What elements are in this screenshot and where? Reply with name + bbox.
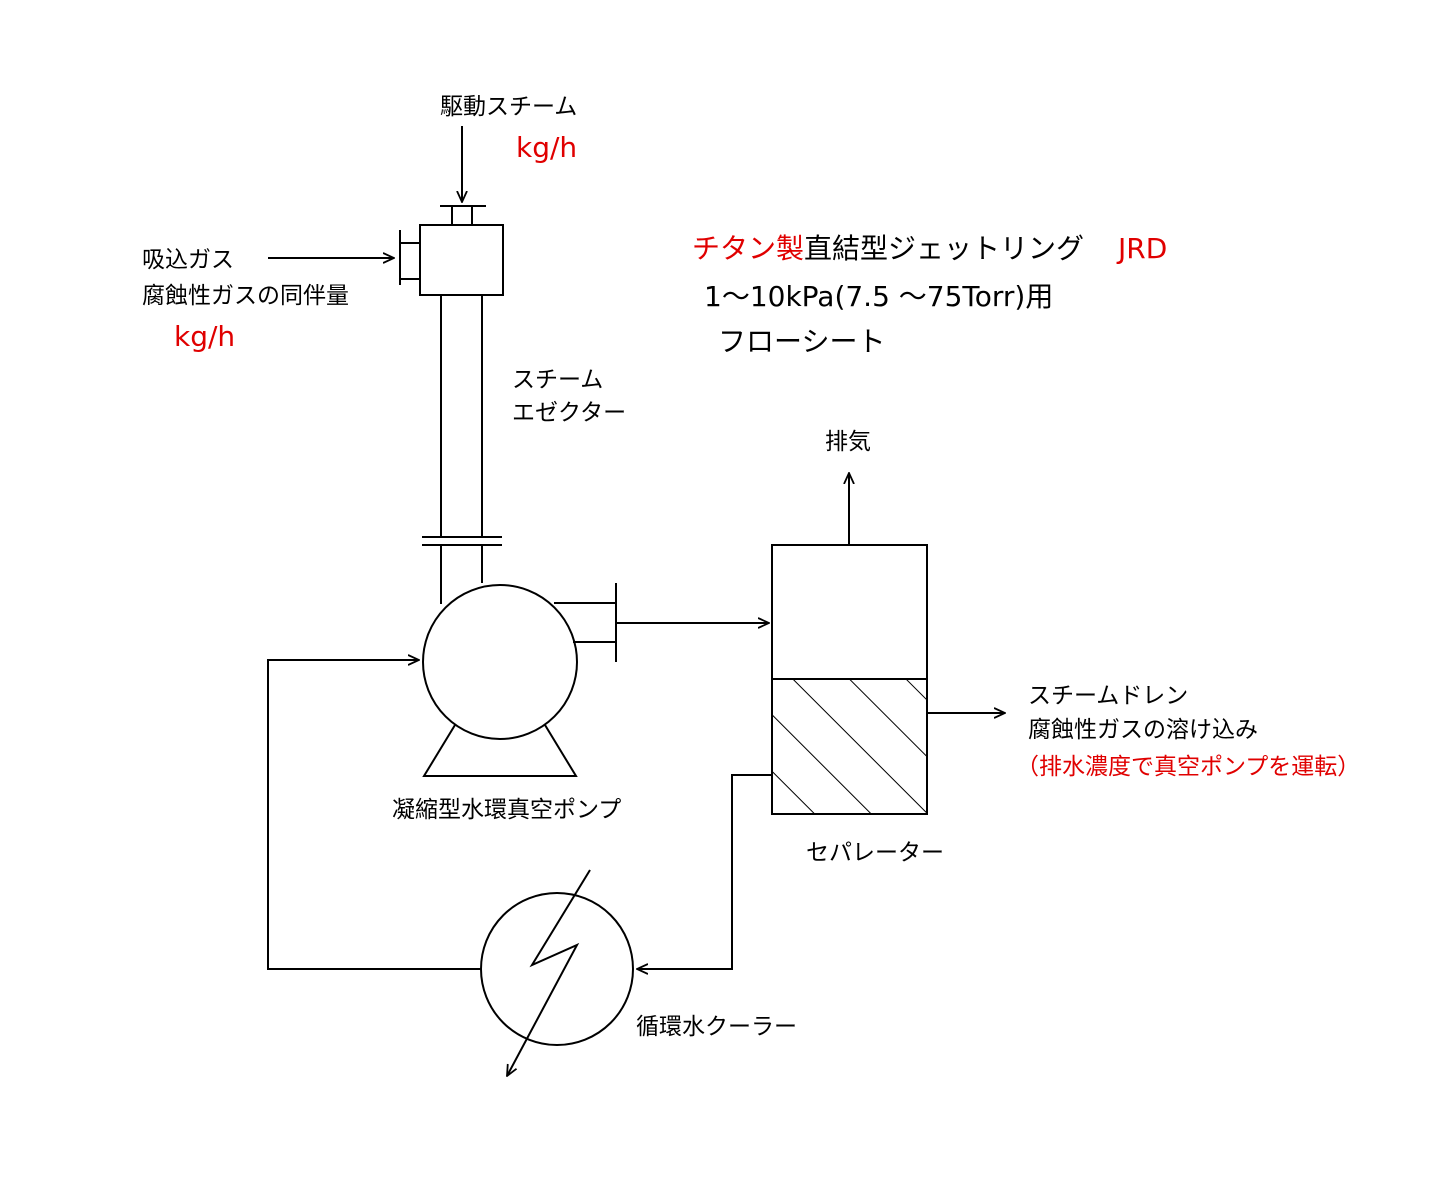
cooler-label: 循環水クーラー: [636, 1014, 797, 1040]
cooler-to-pump-line: [267, 660, 481, 970]
separator-to-cooler-line: [637, 774, 772, 969]
steam-nozzle: [451, 205, 473, 226]
separator-label: セパレーター: [806, 840, 944, 866]
drain-label-line2: 腐蝕性ガスの溶け込み: [1028, 717, 1258, 743]
separator-liquid-outline: [771, 678, 928, 815]
pump-casing: [422, 584, 578, 740]
driving-steam-label: 駆動スチーム: [440, 94, 577, 120]
ejector-label-line2: エゼクター: [512, 400, 626, 426]
exhaust-label: 排気: [825, 429, 871, 455]
title-model: JRD: [1116, 232, 1167, 265]
title-prefix: チタン製: [692, 232, 804, 265]
suction-gas-unit: kg/h: [174, 320, 235, 353]
title-subtitle: フローシート: [718, 325, 885, 358]
drain-label-line1: スチームドレン: [1028, 683, 1188, 709]
drain-note: （排水濃度で真空ポンプを運転）: [1016, 754, 1360, 780]
suction-nozzle: [399, 242, 421, 280]
suction-gas-label: 吸込ガス: [142, 247, 234, 273]
driving-steam-unit: kg/h: [516, 131, 577, 164]
title-range: 1～10kPa(7.5 ～75Torr)用: [704, 280, 1053, 313]
title-line: チタン製直結型ジェットリング: [692, 232, 1084, 265]
ejector-label-line1: スチーム: [512, 367, 603, 393]
corrosive-gas-label: 腐蝕性ガスの同伴量: [142, 283, 349, 309]
ejector-head: [419, 224, 504, 296]
cooler-body: [480, 892, 634, 1046]
title-main: 直結型ジェットリング: [804, 232, 1084, 265]
pump-label: 凝縮型水環真空ポンプ: [392, 797, 621, 823]
separator-liquid-hatch: [772, 679, 927, 814]
cooler-symbol: [507, 869, 591, 1076]
